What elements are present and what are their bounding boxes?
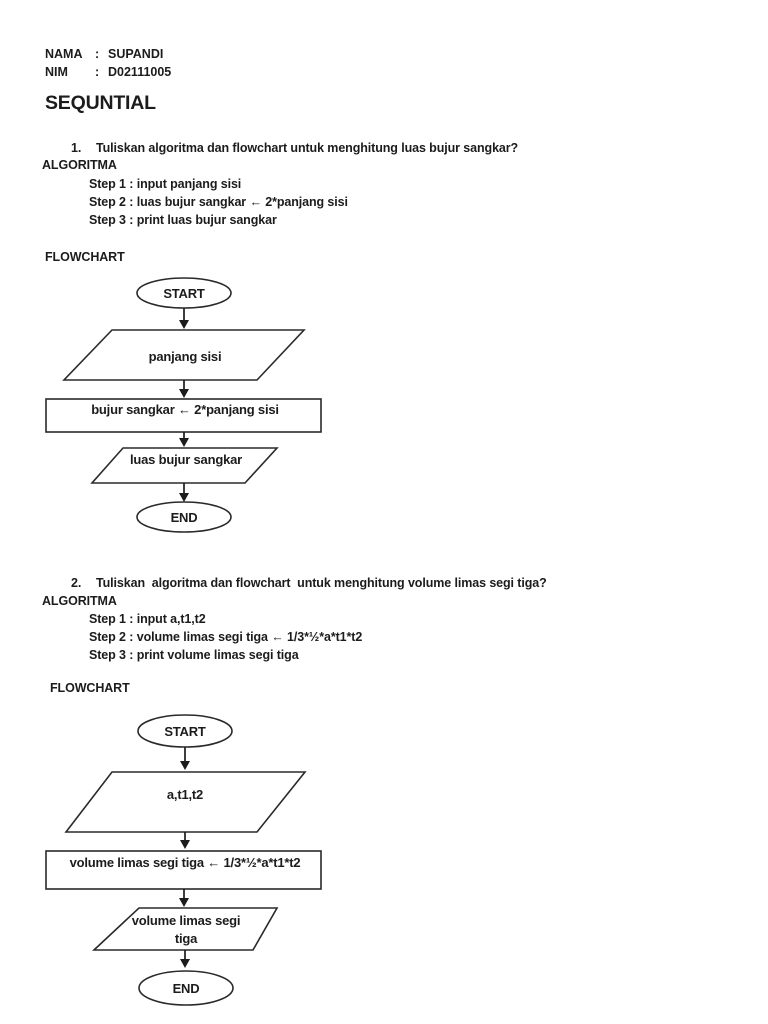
question-1-text: Tuliskan algoritma dan flowchart untuk m…	[96, 141, 519, 155]
fc1-arrowhead-1	[179, 320, 189, 329]
fc2-output-parallelogram	[91, 907, 279, 951]
fc2-output-label-line1: volume limas segi	[132, 913, 241, 928]
algorithm-1-step-3: Step 3 : print luas bujur sangkar	[89, 213, 277, 227]
fc2-input-label: a,t1,t2	[167, 787, 203, 802]
fc2-arrowhead-1	[180, 761, 190, 770]
fc2-start-label: START	[164, 724, 206, 739]
student-id-row: NIM : D02111005	[45, 63, 171, 81]
algorithm-label-2: ALGORITMA	[42, 594, 117, 608]
flowchart-label-1: FLOWCHART	[45, 250, 125, 264]
question-2-number: 2.	[71, 576, 82, 590]
fc2-arrowhead-2	[180, 840, 190, 849]
fc2-arrowhead-4	[180, 959, 190, 968]
algorithm-1-step-2: Step 2 : luas bujur sangkar ← 2*panjang …	[89, 195, 348, 209]
fc1-start-label: START	[163, 286, 205, 301]
name-label: NAMA	[45, 47, 83, 61]
name-value: SUPANDI	[108, 47, 164, 61]
fc2-arrowhead-3	[179, 898, 189, 907]
fc1-arrowhead-3	[179, 438, 189, 447]
algorithm-label-1: ALGORITMA	[42, 158, 117, 172]
student-name-row: NAMA : SUPANDI	[45, 45, 163, 63]
fc2-end-label: END	[173, 981, 200, 996]
fc2-output-label-line2: tiga	[175, 931, 198, 946]
algorithm-2-step-2: Step 2 : volume limas segi tiga ← 1/3*½*…	[89, 630, 363, 644]
fc1-input-parallelogram	[62, 329, 306, 381]
flowchart-1: START panjang sisi bujur sangkar ← 2*pan…	[45, 277, 322, 533]
question-2: 2. Tuliskan algoritma dan flowchart untu…	[71, 575, 721, 591]
fc1-output-label: luas bujur sangkar	[130, 452, 242, 467]
page-title: SEQUNTIAL	[45, 92, 156, 114]
algorithm-2-step-3: Step 3 : print volume limas segi tiga	[89, 648, 299, 662]
fc1-arrowhead-4	[179, 493, 189, 502]
flowchart-2: START a,t1,t2 volume limas segi tiga ← 1…	[45, 714, 322, 1006]
fc2-input-parallelogram	[64, 771, 307, 833]
question-1-number: 1.	[71, 141, 82, 155]
flowchart-label-2: FLOWCHART	[50, 681, 130, 695]
fc1-process-label: bujur sangkar ← 2*panjang sisi	[91, 402, 279, 417]
nim-value: D02111005	[108, 65, 172, 79]
fc2-end-terminator	[138, 970, 234, 1006]
algorithm-2-step-1: Step 1 : input a,t1,t2	[89, 612, 206, 626]
fc1-end-label: END	[171, 510, 198, 525]
nim-separator: :	[95, 65, 100, 79]
fc1-end-terminator	[136, 501, 232, 533]
fc1-arrowhead-2	[179, 389, 189, 398]
question-2-text: Tuliskan algoritma dan flowchart untuk m…	[96, 576, 547, 590]
fc1-output-parallelogram	[90, 447, 279, 484]
algorithm-1-step-1: Step 1 : input panjang sisi	[89, 177, 242, 191]
name-separator: :	[95, 47, 100, 61]
question-1: 1. Tuliskan algoritma dan flowchart untu…	[71, 140, 721, 156]
fc2-process-label: volume limas segi tiga ← 1/3*½*a*t1*t2	[70, 855, 301, 870]
nim-label: NIM	[45, 65, 68, 79]
fc1-input-label: panjang sisi	[149, 349, 222, 364]
